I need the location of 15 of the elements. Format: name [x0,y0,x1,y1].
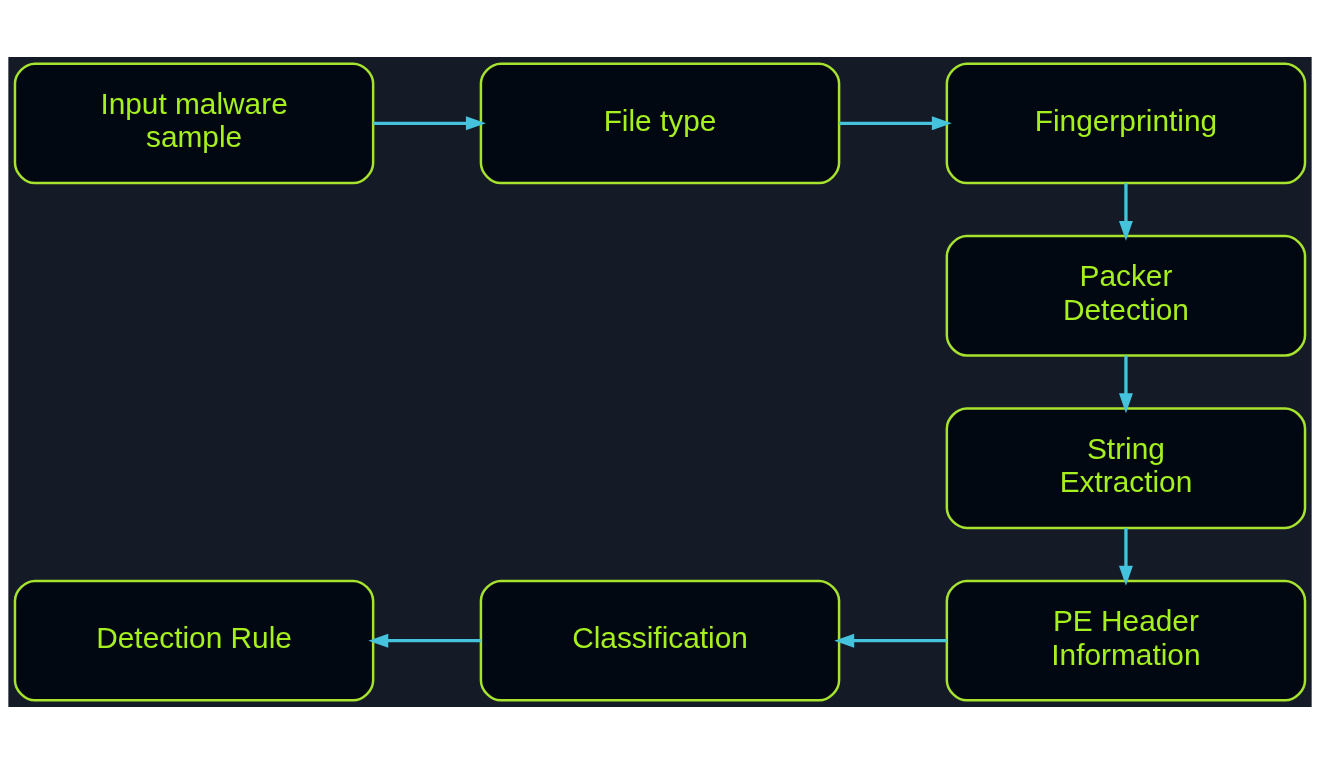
node-box: Classification [479,579,841,702]
arrow [1118,527,1133,586]
arrow [1118,182,1133,241]
node-box: PE Header Information [945,579,1307,702]
node-box: Detection Rule [13,579,375,702]
arrow [834,633,947,648]
arrow [839,115,952,130]
node-box: Packer Detection [945,234,1307,357]
arrow [368,633,481,648]
node-box: Fingerprinting [945,61,1307,184]
arrow [1118,355,1133,413]
arrow [373,115,486,130]
node-box: String Extraction [945,406,1307,529]
node-box: File type [479,61,841,184]
node-box: Input malware sample [13,61,375,184]
